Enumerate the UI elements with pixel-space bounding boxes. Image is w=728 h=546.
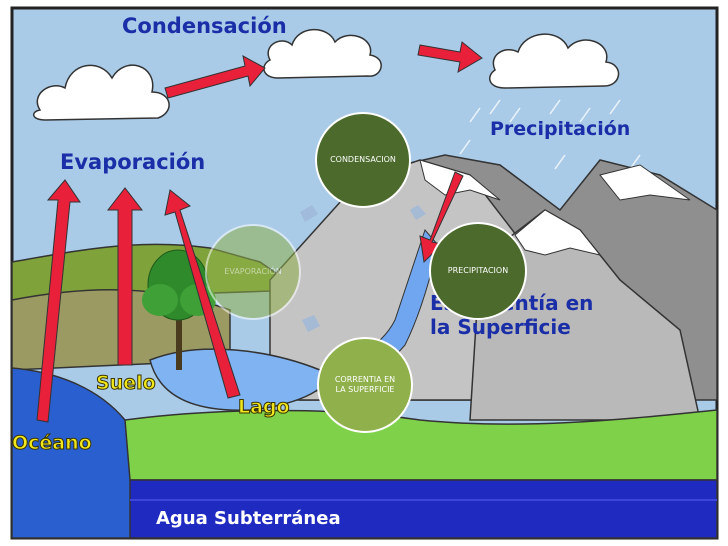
arrows (36, 41, 483, 423)
label-precipitacion: Precipitación (490, 118, 631, 140)
cloud-middle (263, 28, 382, 79)
rain (459, 99, 641, 175)
label-oceano: Océano (12, 432, 93, 455)
grass (124, 409, 718, 481)
groundwater (129, 479, 718, 539)
cycle-arrows (300, 205, 426, 332)
arrow-condensation-right (417, 41, 483, 73)
cloud-right (488, 33, 620, 89)
label-condensacion: Condensación (122, 14, 287, 38)
cycle-node-correntia-line1: CORRENTIA EN (334, 374, 396, 384)
cycle-node-precipitacion: PRECIPITACION (429, 222, 527, 320)
cloud-left (33, 64, 170, 121)
label-lago: Lago (238, 396, 291, 419)
arrow-evap-lake (164, 189, 241, 399)
cycle-node-condensacion: CONDENSACION (315, 112, 411, 208)
label-evaporacion: Evaporación (60, 150, 206, 174)
label-agua-subterranea: Agua Subterránea (156, 508, 341, 529)
cycle-node-evaporacion: EVAPORACIÓN (205, 224, 301, 320)
cycle-node-correntia-line2: LA SUPERFICIE (335, 385, 395, 394)
snow-cap-back (599, 164, 691, 201)
arrow-evap-soil (106, 187, 144, 366)
cycle-node-correntia: CORRENTIA EN LA SUPERFICIE (317, 337, 413, 433)
snow-cap-right (514, 209, 602, 256)
arrow-evap-ocean (36, 179, 81, 423)
label-escorrentia-line2: la Superficie (430, 315, 571, 339)
label-suelo: Suelo (96, 372, 157, 395)
arrow-condensation-left (164, 55, 266, 99)
